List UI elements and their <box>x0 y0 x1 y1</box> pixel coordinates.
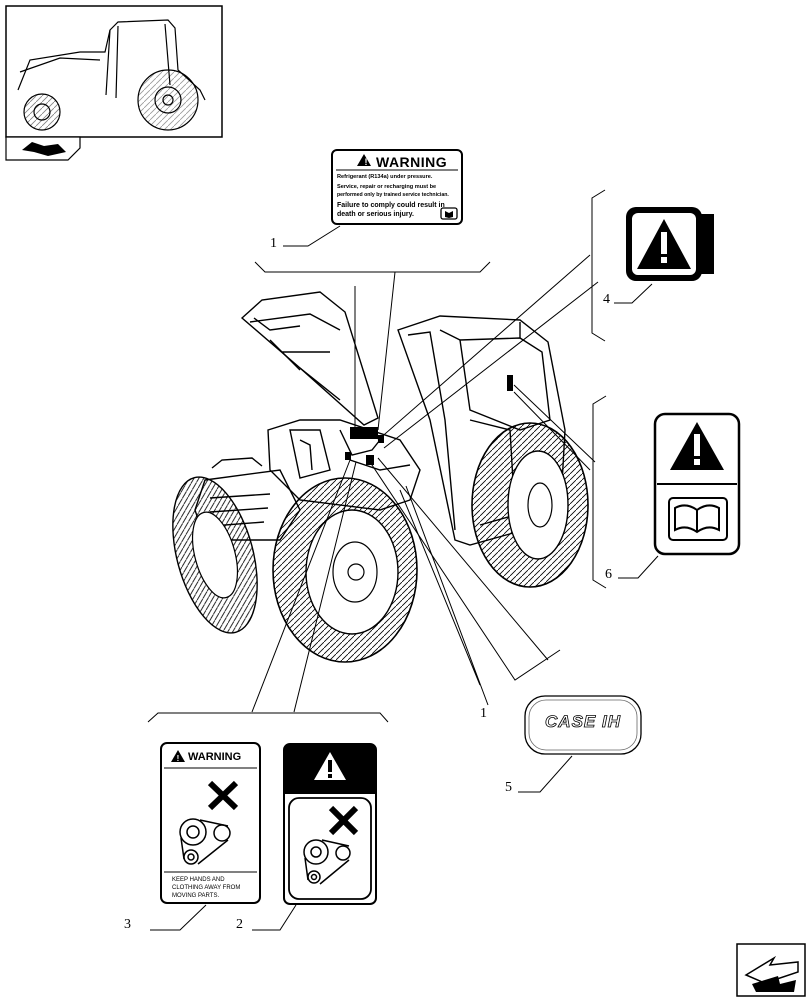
label3-line-2: MOVING PARTS. <box>172 893 220 899</box>
label1-line-2: performed only by trained service techni… <box>337 192 449 198</box>
warning-label-refrigerant: ! <box>331 149 463 225</box>
label1-title: WARNING <box>376 154 448 170</box>
warning-triangle-decal <box>626 207 714 281</box>
manual-book-icon <box>668 497 728 541</box>
bracket-lines <box>147 189 607 723</box>
callout-1: 1 <box>270 236 277 251</box>
rear-wheel <box>471 422 589 588</box>
callout-2: 2 <box>236 917 243 932</box>
label1-line-4: death or serious injury. <box>337 211 414 218</box>
svg-text:!: ! <box>365 157 368 167</box>
case-ih-logo-decal <box>524 695 642 755</box>
label1-line-3: Failure to comply could result in <box>337 202 445 209</box>
callout-3: 3 <box>124 917 131 932</box>
read-manual-decal <box>653 412 741 556</box>
callout-6: 6 <box>605 567 612 582</box>
callout-5: 5 <box>505 780 512 795</box>
back-arrow-icon[interactable] <box>5 136 81 161</box>
callout-stray: 1 <box>480 706 487 721</box>
label3-line-0: KEEP HANDS AND <box>172 877 225 883</box>
front-right-wheel <box>272 477 418 663</box>
warning-label-moving-parts: ! <box>160 742 261 904</box>
callout-4: 4 <box>603 292 610 307</box>
label1-line-0: Refrigerant (R134a) under pressure. <box>337 174 433 180</box>
decal-position-marks <box>345 375 513 465</box>
label3-line-1: CLOTHING AWAY FROM <box>172 885 241 891</box>
x-mark-icon <box>207 780 239 811</box>
belt-pulley-icon <box>179 818 231 865</box>
svg-text:!: ! <box>177 754 180 763</box>
next-page-arrow-icon[interactable] <box>736 943 806 997</box>
warning-decal-belt <box>283 743 377 905</box>
tractor-thumbnail[interactable] <box>5 5 223 138</box>
label3-title: WARNING <box>188 751 242 763</box>
label1-line-1: Service, repair or recharging must be <box>337 184 437 190</box>
case-ih-logo-text: CASE IH <box>545 712 621 732</box>
leader-lines <box>251 254 599 713</box>
front-left-wheel <box>172 476 258 634</box>
